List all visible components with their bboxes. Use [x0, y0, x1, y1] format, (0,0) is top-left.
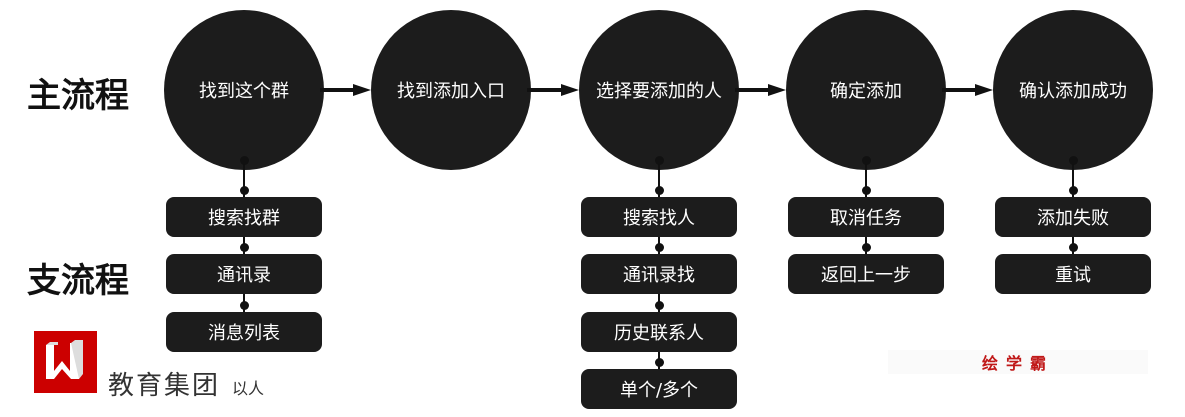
branch-step-box: 重试: [995, 254, 1151, 294]
branch-step-box: 返回上一步: [788, 254, 944, 294]
branch-step-box: 单个/多个: [581, 369, 737, 409]
branch-flow-label: 支流程: [27, 261, 129, 301]
branch-step-box: 取消任务: [788, 197, 944, 237]
connector-dot: [862, 156, 871, 165]
branch-step-box: 添加失败: [995, 197, 1151, 237]
connector-dot: [1069, 156, 1078, 165]
arrow-right-icon: [320, 84, 371, 96]
main-step-node: 找到添加入口: [371, 10, 531, 170]
connector-dot: [240, 186, 249, 195]
connector-dot: [1069, 243, 1078, 252]
main-flow-label: 主流程: [27, 76, 129, 116]
branch-step-box: 通讯录找: [581, 254, 737, 294]
main-step-node: 选择要添加的人: [579, 10, 739, 170]
arrow-right-icon: [942, 84, 993, 96]
branch-step-box: 通讯录: [166, 254, 322, 294]
connector-dot: [1069, 186, 1078, 195]
company-logo: [34, 331, 97, 393]
branch-step-box: 历史联系人: [581, 312, 737, 352]
connector-dot: [655, 186, 664, 195]
branch-step-box: 搜索找群: [166, 197, 322, 237]
arrow-right-icon: [735, 84, 786, 96]
main-step-node: 找到这个群: [164, 10, 324, 170]
connector-dot: [655, 301, 664, 310]
branch-step-box: 搜索找人: [581, 197, 737, 237]
connector-dot: [240, 301, 249, 310]
main-step-node: 确认添加成功: [993, 10, 1153, 170]
connector-dot: [655, 243, 664, 252]
slogan-text: 以人: [232, 379, 265, 398]
arrow-right-icon: [527, 84, 579, 96]
connector-dot: [240, 243, 249, 252]
connector-dot: [862, 243, 871, 252]
connector-dot: [862, 186, 871, 195]
connector-dot: [240, 156, 249, 165]
branch-step-box: 消息列表: [166, 312, 322, 352]
connector-dot: [655, 358, 664, 367]
edu-group-text: 教育集团: [108, 371, 221, 401]
main-step-node: 确定添加: [786, 10, 946, 170]
watermark: 绘学霸: [888, 350, 1148, 374]
connector-dot: [655, 156, 664, 165]
